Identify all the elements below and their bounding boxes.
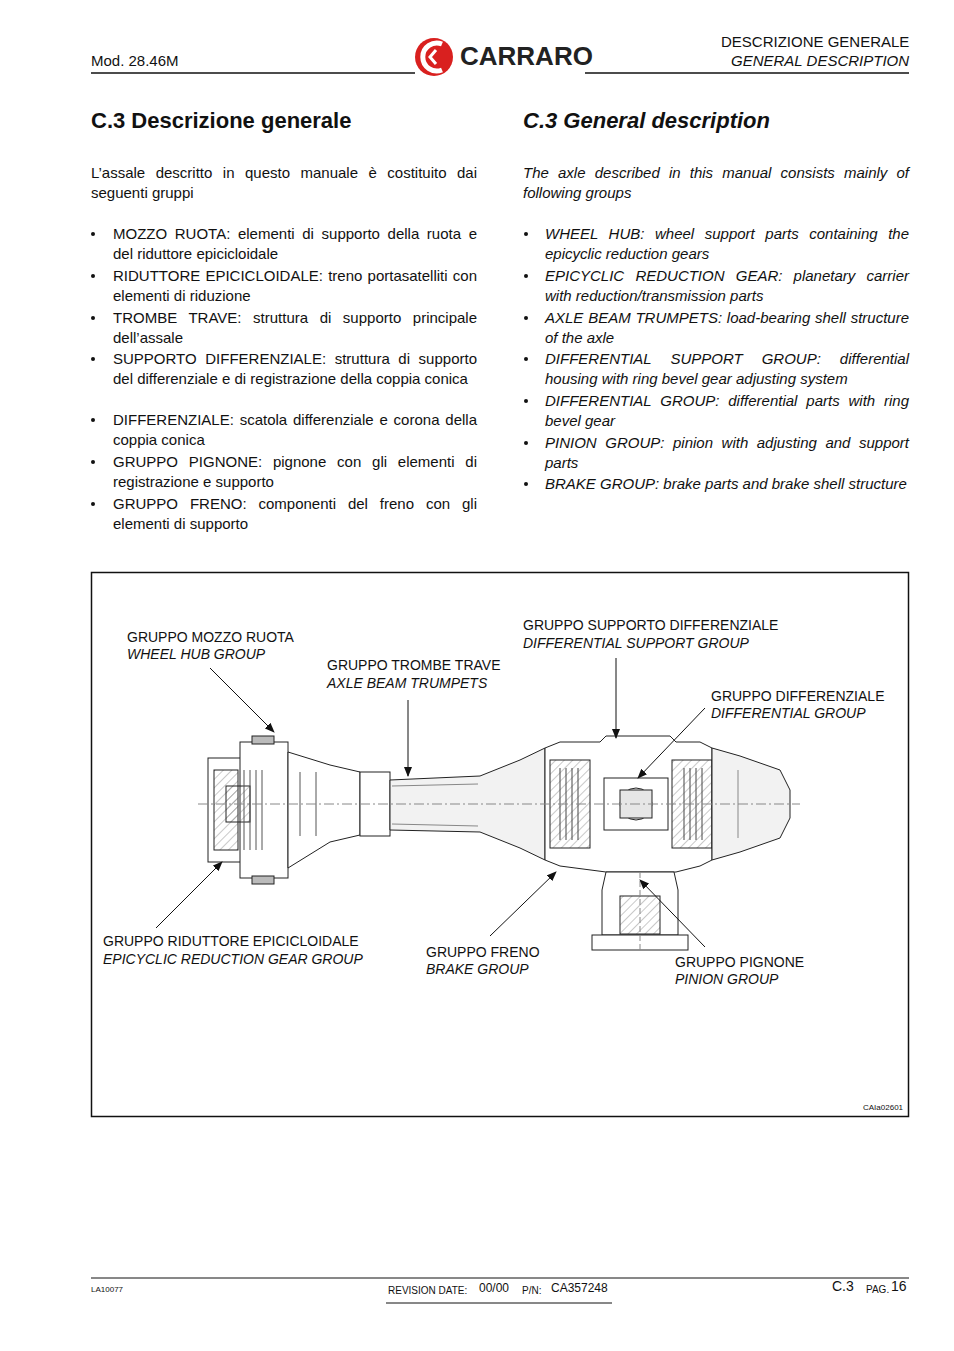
section-heading: C.3 Descrizione generale	[91, 108, 351, 134]
footer-label: P/N:	[522, 1284, 541, 1297]
part-number: CA357248	[551, 1281, 608, 1296]
bullet-text: EPICYCLIC REDUCTION GEAR: planetary carr…	[545, 266, 909, 306]
bullet-text: RIDUTTORE EPICICLOIDALE: treno portasate…	[113, 266, 477, 306]
callout-label: DIFFERENTIAL GROUP	[711, 705, 866, 722]
figure-code: CAIa02601	[863, 1103, 903, 1113]
callout-label: GRUPPO MOZZO RUOTA	[127, 629, 294, 646]
intro-text: The axle described in this manual consis…	[523, 163, 909, 203]
callout-label: GRUPPO RIDUTTORE EPICICLOIDALE	[103, 933, 359, 950]
callout-label: DIFFERENTIAL SUPPORT GROUP	[523, 635, 749, 652]
callout-label: GRUPPO TROMBE TRAVE	[327, 657, 500, 674]
bullet-dots	[91, 232, 528, 506]
callout-label: GRUPPO DIFFERENZIALE	[711, 688, 884, 705]
bullet-text: GRUPPO PIGNONE: pignone con gli elementi…	[113, 452, 477, 492]
brand-name: CARRARO	[460, 41, 593, 71]
bullet-text: DIFFERENTIAL GROUP: differential parts w…	[545, 391, 909, 431]
bullet-text: DIFFERENTIAL SUPPORT GROUP: differential…	[545, 349, 909, 389]
callout-label: AXLE BEAM TRUMPETS	[327, 675, 487, 692]
bullet-text: GRUPPO FRENO: componenti del freno con g…	[113, 494, 477, 534]
section-header: GENERAL DESCRIPTION	[731, 52, 909, 70]
bullet-text: WHEEL HUB: wheel support parts containin…	[545, 224, 909, 264]
bullet-text: SUPPORTO DIFFERENZIALE: struttura di sup…	[113, 349, 477, 389]
bullet-text: DIFFERENZIALE: scatola differenziale e c…	[113, 410, 477, 450]
figure-frame	[92, 573, 909, 1117]
footer-label: PAG.	[866, 1283, 889, 1296]
intro-text: L’assale descritto in questo manuale è c…	[91, 163, 477, 203]
bullet-text: BRAKE GROUP: brake parts and brake shell…	[545, 474, 909, 494]
model-code: Mod. 28.46M	[91, 52, 179, 70]
logo-mark	[415, 38, 453, 76]
doc-code: LA10077	[91, 1285, 123, 1295]
bullet-text: TROMBE TRAVE: struttura di supporto prin…	[113, 308, 477, 348]
revision-date: 00/00	[479, 1281, 509, 1296]
callout-label: GRUPPO FRENO	[426, 944, 540, 961]
bullet-text: PINION GROUP: pinion with adjusting and …	[545, 433, 909, 473]
bullet-text: MOZZO RUOTA: elementi di supporto della …	[113, 224, 477, 264]
footer-label: REVISION DATE:	[388, 1284, 467, 1297]
axle-section	[198, 736, 800, 950]
section-header: DESCRIZIONE GENERALE	[721, 33, 909, 51]
page-number: 16	[891, 1278, 907, 1295]
leader-arrows	[156, 658, 705, 947]
callout-label: BRAKE GROUP	[426, 961, 529, 978]
section-heading: C.3 General description	[523, 108, 770, 134]
header-rules	[91, 73, 909, 74]
section-number: C.3	[832, 1278, 854, 1295]
callout-label: PINION GROUP	[675, 971, 778, 988]
callout-label: GRUPPO SUPPORTO DIFFERENZIALE	[523, 617, 778, 634]
bullet-text: AXLE BEAM TRUMPETS: load-bearing shell s…	[545, 308, 909, 348]
callout-label: GRUPPO PIGNONE	[675, 954, 804, 971]
callout-label: WHEEL HUB GROUP	[127, 646, 265, 663]
footer-rules	[91, 1278, 909, 1303]
callout-label: EPICYCLIC REDUCTION GEAR GROUP	[103, 951, 363, 968]
